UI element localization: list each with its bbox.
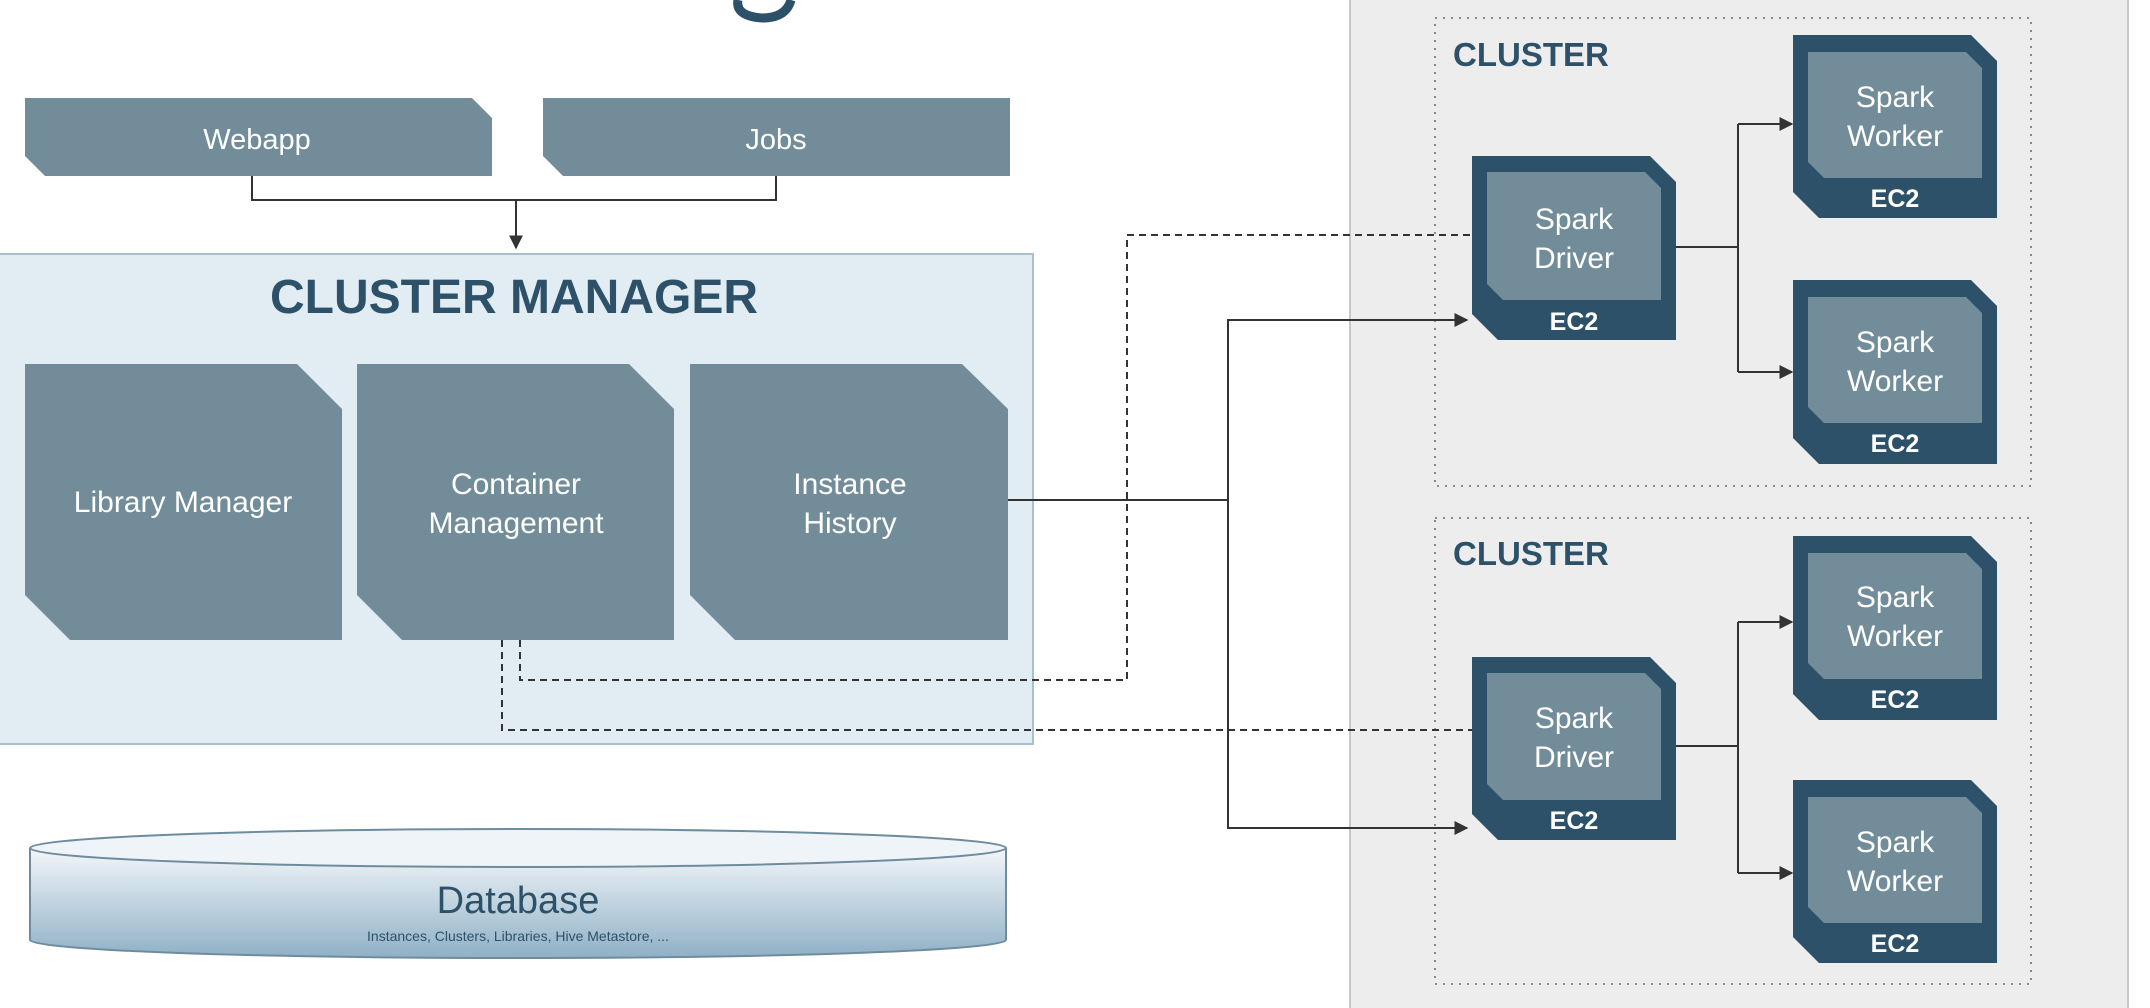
cluster-2-worker-2-label-1: Spark bbox=[1856, 826, 1935, 859]
cluster-2-worker-1-ec2: EC2 bbox=[1871, 686, 1920, 714]
jobs-label: Jobs bbox=[745, 124, 806, 156]
cluster-1-driver-ec2: EC2 bbox=[1550, 308, 1599, 336]
webapp-box bbox=[25, 98, 492, 176]
cluster-1-worker-1-label-1: Spark bbox=[1856, 81, 1935, 114]
library-manager-box bbox=[25, 364, 342, 640]
cluster-manager-title: CLUSTER MANAGER bbox=[270, 271, 758, 324]
cluster-1-worker-node-1: Spark Worker EC2 bbox=[1793, 35, 1997, 218]
container-management-label-2: Management bbox=[428, 507, 604, 540]
cluster-1-worker-1-ec2: EC2 bbox=[1871, 185, 1920, 213]
driver-1-solid-link bbox=[1227, 313, 1469, 500]
container-management-label-1: Container bbox=[451, 468, 581, 501]
cluster-2-worker-node-2: Spark Worker EC2 bbox=[1793, 780, 1997, 963]
cluster-2-driver-node: Spark Driver EC2 bbox=[1472, 657, 1676, 840]
cluster-label-1: CLUSTER bbox=[1453, 36, 1609, 73]
cluster-2-worker-2-label-2: Worker bbox=[1847, 865, 1943, 898]
cluster-1-worker-2-ec2: EC2 bbox=[1871, 430, 1920, 458]
database-cylinder bbox=[29, 848, 1007, 959]
cluster-2-driver-label-1: Spark bbox=[1535, 702, 1614, 735]
cluster-1-worker-node-2: Spark Worker EC2 bbox=[1793, 280, 1997, 464]
cluster-2-worker-1-label-1: Spark bbox=[1856, 581, 1935, 614]
cluster-1-worker-2-label-1: Spark bbox=[1856, 326, 1935, 359]
cluster-2-worker-node-1: Spark Worker EC2 bbox=[1793, 536, 1997, 720]
container-management-box bbox=[357, 364, 674, 640]
library-manager-label: Library Manager bbox=[74, 486, 292, 519]
cluster-boundary-2 bbox=[1434, 517, 2032, 985]
instance-history-label-1: Instance bbox=[793, 468, 906, 501]
database-cylinder-top bbox=[29, 828, 1007, 868]
driver-2-solid-link bbox=[1227, 500, 1469, 835]
cluster-boundary-1 bbox=[1434, 17, 2032, 487]
cluster-label-2: CLUSTER bbox=[1453, 535, 1609, 572]
cluster-2-driver-label-2: Driver bbox=[1534, 741, 1614, 774]
cluster-1-driver-label-1: Spark bbox=[1535, 203, 1614, 236]
jobs-box bbox=[543, 98, 1010, 176]
webapp-label: Webapp bbox=[203, 124, 311, 156]
cropped-title-glyph bbox=[733, 0, 796, 23]
instance-history-box bbox=[690, 364, 1008, 640]
cluster-2-driver-ec2: EC2 bbox=[1550, 807, 1599, 835]
cluster-1-worker-2-label-2: Worker bbox=[1847, 365, 1943, 398]
cluster-1-driver-node: Spark Driver EC2 bbox=[1472, 156, 1676, 340]
cluster-2-worker-1-label-2: Worker bbox=[1847, 620, 1943, 653]
database-subtitle: Instances, Clusters, Libraries, Hive Met… bbox=[367, 928, 669, 944]
services-connector bbox=[251, 176, 777, 248]
cluster-1-worker-links bbox=[1672, 123, 1788, 373]
cluster-2-worker-2-ec2: EC2 bbox=[1871, 930, 1920, 958]
instance-history-label-2: History bbox=[803, 507, 896, 540]
database-title: Database bbox=[437, 880, 600, 922]
cluster-1-driver-label-2: Driver bbox=[1534, 242, 1614, 275]
cluster-1-worker-1-label-2: Worker bbox=[1847, 120, 1943, 153]
driver-1-dashed-link bbox=[519, 228, 1514, 681]
driver-2-dashed-link bbox=[501, 640, 1514, 737]
cluster-2-worker-links bbox=[1672, 621, 1788, 874]
